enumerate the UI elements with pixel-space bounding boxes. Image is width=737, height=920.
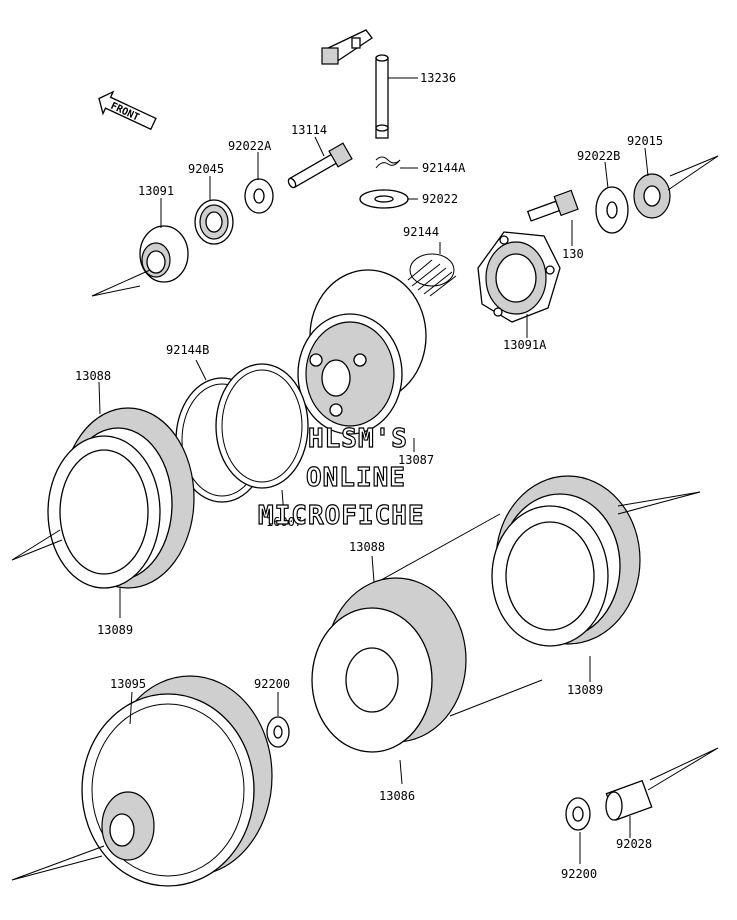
label-13091: 13091: [138, 184, 174, 198]
washer-92200-lower[interactable]: [565, 797, 591, 831]
label-13114: 13114: [291, 123, 327, 137]
spring-92144A[interactable]: [375, 156, 401, 169]
washer-92022B[interactable]: [595, 186, 629, 234]
label-13088-left: 13088: [75, 369, 111, 383]
washer-92022[interactable]: [359, 189, 409, 209]
clutch-hub-13087[interactable]: [297, 269, 427, 435]
steel-plate-13089-right[interactable]: [491, 505, 609, 647]
watermark-line-3: MICROFICHE: [258, 501, 425, 531]
label-92022: 92022: [422, 192, 458, 206]
watermark-line-2: ONLINE: [306, 463, 406, 493]
push-rod-13114[interactable]: [285, 142, 353, 192]
collar-92028[interactable]: [605, 779, 653, 821]
label-13089-left: 13089: [97, 623, 133, 637]
label-92144: 92144: [403, 225, 439, 239]
clutch-spring-92144[interactable]: [407, 253, 457, 297]
label-16007: 16007: [266, 515, 302, 529]
label-92022A: 92022A: [228, 139, 272, 153]
label-13089-right: 13089: [567, 683, 603, 697]
ring-16007[interactable]: [215, 363, 309, 489]
bolt-130[interactable]: [526, 189, 579, 225]
washer-92200-upper[interactable]: [266, 716, 290, 748]
bearing-92045[interactable]: [194, 199, 234, 245]
label-13095: 13095: [110, 677, 146, 691]
clutch-cover-plate-13086[interactable]: [311, 513, 543, 753]
bearing-holder-13091[interactable]: [139, 225, 189, 283]
nut-92015[interactable]: [633, 173, 671, 219]
label-92015: 92015: [627, 134, 663, 148]
label-92028: 92028: [616, 837, 652, 851]
watermark-line-1: HLSM'S: [308, 424, 408, 454]
label-13088-right: 13088: [349, 540, 385, 554]
label-92045: 92045: [188, 162, 224, 176]
label-92144A: 92144A: [422, 161, 466, 175]
clutch-housing-13095[interactable]: [81, 675, 273, 887]
label-92200-lower: 92200: [561, 867, 597, 881]
pressure-plate-13091A[interactable]: [477, 231, 561, 323]
label-13087: 13087: [398, 453, 434, 467]
washer-92022A[interactable]: [244, 178, 274, 214]
label-130: 130: [562, 247, 584, 261]
label-13236: 13236: [420, 71, 456, 85]
label-92200-upper: 92200: [254, 677, 290, 691]
label-13086: 13086: [379, 789, 415, 803]
label-13091A: 13091A: [503, 338, 547, 352]
label-92022B: 92022B: [577, 149, 620, 163]
front-arrow-icon: FRONT: [98, 90, 157, 131]
shift-shaft-13236[interactable]: [321, 29, 389, 139]
label-92144B: 92144B: [166, 343, 209, 357]
steel-plate-13089-left[interactable]: [47, 435, 161, 589]
